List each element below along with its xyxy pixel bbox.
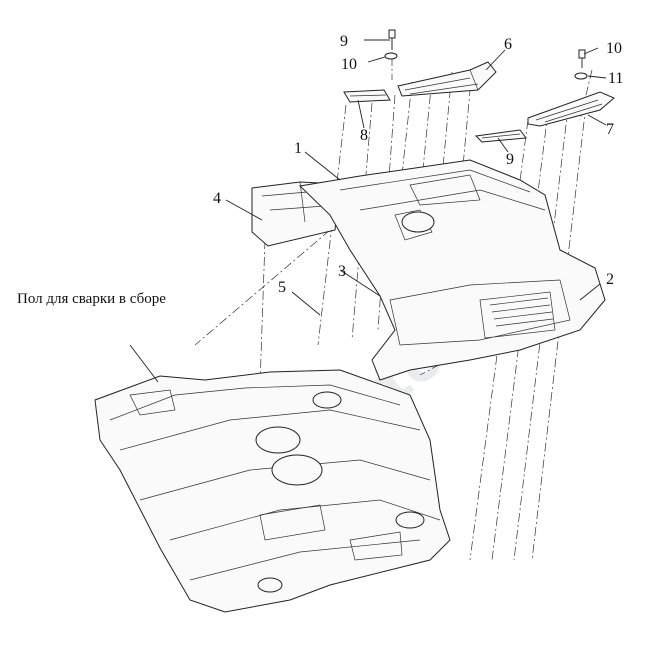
callout-8: 8: [360, 127, 368, 144]
callout-10-right: 10: [606, 40, 622, 57]
bolt-left: [384, 29, 398, 60]
callout-labels: 9 10 6 10 11 7 8 9 1 4 3 5 2: [213, 33, 623, 296]
lower-floor-assembly: [94, 369, 451, 613]
callout-6: 6: [504, 36, 512, 53]
leader-lines: [129, 39, 607, 383]
part-7-bracket: [527, 91, 615, 127]
callout-9: 9: [506, 151, 514, 168]
part-8-bracket: [343, 89, 391, 103]
callout-7: 7: [606, 121, 614, 138]
callout-4: 4: [213, 190, 221, 207]
callout-11-right: 11: [608, 70, 623, 87]
callout-2: 2: [606, 271, 614, 288]
part-6-bracket: [397, 61, 497, 97]
callout-11-left: 10: [341, 56, 357, 73]
callout-1: 1: [294, 140, 302, 157]
callout-10-left: 9: [340, 33, 348, 50]
floor-assembly-caption: Пол для сварки в сборе: [17, 291, 166, 307]
callout-5: 5: [278, 279, 286, 296]
bolt-right: [574, 49, 588, 80]
callout-3: 3: [338, 263, 346, 280]
part-9-bracket: [474, 129, 527, 143]
